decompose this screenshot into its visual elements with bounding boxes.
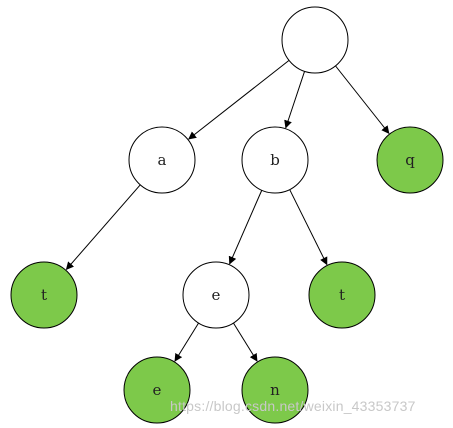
node-label: n — [270, 381, 280, 399]
node-at: t — [10, 261, 78, 329]
node-circle — [241, 356, 309, 424]
node-bt: t — [308, 261, 376, 329]
node-be: e — [182, 261, 250, 329]
node-label: e — [212, 286, 221, 304]
edge-be-bee — [174, 322, 200, 362]
node-label: b — [270, 151, 280, 169]
watermark-url: https://blog.csdn.net/weixin_43353737 — [170, 398, 416, 414]
edge-a-at — [65, 184, 141, 271]
node-a: a — [128, 126, 196, 194]
node-circle — [128, 126, 196, 194]
node-label: e — [153, 381, 162, 399]
edge-root-q — [335, 65, 390, 134]
node-label: t — [41, 286, 47, 304]
edge-b-be — [228, 190, 263, 265]
node-ben: n — [241, 356, 309, 424]
edge-be-ben — [232, 322, 258, 362]
edge-b-bt — [289, 189, 328, 266]
node-circle — [10, 261, 78, 329]
node-bee: e — [123, 356, 191, 424]
node-label: t — [339, 286, 345, 304]
edges — [65, 59, 390, 362]
nodes: a b q t e t e n — [10, 6, 444, 424]
node-root — [281, 6, 349, 74]
node-circle — [376, 126, 444, 194]
node-label: q — [405, 151, 415, 169]
node-circle — [241, 126, 309, 194]
node-b: b — [241, 126, 309, 194]
node-label: a — [158, 151, 167, 169]
node-circle — [308, 261, 376, 329]
node-circle — [123, 356, 191, 424]
node-circle — [182, 261, 250, 329]
edge-root-b — [284, 71, 306, 129]
edge-root-a — [188, 59, 290, 140]
node-circle — [281, 6, 349, 74]
node-q: q — [376, 126, 444, 194]
